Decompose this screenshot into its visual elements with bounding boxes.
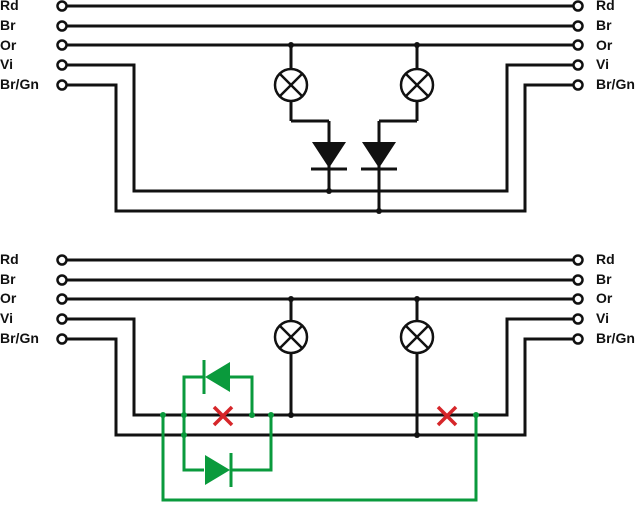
wire-label-vi-right: Vi <box>596 56 609 72</box>
terminal-circle <box>572 313 584 325</box>
terminal-circle <box>572 293 584 305</box>
wire-brgn <box>64 83 576 213</box>
wire-label-vi-right: Vi <box>596 310 609 326</box>
wire-label-vi-left: Vi <box>0 56 13 72</box>
lamp-icon <box>399 319 435 355</box>
wire-vi <box>64 63 576 193</box>
left-wire-labels: Rd Br Or Vi Br/Gn <box>0 0 39 92</box>
wires <box>64 4 576 213</box>
wire-label-brgn-right: Br/Gn <box>596 330 635 346</box>
terminal-circle <box>572 79 584 91</box>
wire-label-br-right: Br <box>596 17 612 33</box>
lamp-icon <box>273 319 309 355</box>
terminal-circle <box>56 79 68 91</box>
upper-diode-right-lead <box>230 375 254 415</box>
terminal-circle <box>56 59 68 71</box>
diode-icon <box>202 360 230 394</box>
modified-circuit-diagram: Rd Br Or Vi Br/Gn Rd Br Or Vi Br/Gn <box>0 251 635 502</box>
wire-label-brgn-left: Br/Gn <box>0 76 39 92</box>
wire-label-rd-right: Rd <box>596 0 615 13</box>
terminal-circle <box>572 59 584 71</box>
terminals <box>56 254 584 345</box>
diode-icon <box>205 453 233 487</box>
terminal-circle <box>572 39 584 51</box>
right-wire-labels: Rd Br Or Vi Br/Gn <box>596 251 635 346</box>
terminal-circle <box>56 0 68 12</box>
cross-icon <box>212 405 234 427</box>
terminal-circle <box>572 254 584 266</box>
wire-label-br-right: Br <box>596 271 612 287</box>
wire-label-or-left: Or <box>0 290 17 306</box>
wire-label-brgn-left: Br/Gn <box>0 330 39 346</box>
terminal-circle <box>572 274 584 286</box>
terminal-circle <box>572 333 584 345</box>
diode-icon <box>361 142 397 171</box>
wire-label-rd-left: Rd <box>0 0 19 13</box>
wire-label-or-left: Or <box>0 37 17 53</box>
upper-diode-left-lead <box>182 375 204 415</box>
junction-dots <box>288 42 420 214</box>
wire-label-br-left: Br <box>0 17 16 33</box>
cross-icon <box>436 405 458 427</box>
diode-icon <box>311 142 347 171</box>
wire-label-rd-left: Rd <box>0 251 19 267</box>
terminal-circle <box>572 0 584 12</box>
terminal-circle <box>56 333 68 345</box>
junction-dots <box>288 296 420 438</box>
modification-junction-dots <box>160 412 479 438</box>
wire-label-rd-right: Rd <box>596 251 615 267</box>
left-wire-labels: Rd Br Or Vi Br/Gn <box>0 251 39 346</box>
wire-label-or-right: Or <box>596 290 613 306</box>
terminal-circle <box>56 254 68 266</box>
lamp-icon <box>399 67 435 103</box>
wire-brgn <box>64 337 576 437</box>
original-circuit-diagram: Rd Br Or Vi Br/Gn Rd Br Or Vi Br/Gn <box>0 0 635 214</box>
wires <box>64 258 576 437</box>
wire-vi <box>64 317 576 417</box>
wire-label-vi-left: Vi <box>0 310 13 326</box>
bypass-loop-wire <box>161 415 478 502</box>
added-diode-wiring <box>161 375 478 502</box>
right-wire-labels: Rd Br Or Vi Br/Gn <box>596 0 635 92</box>
lamp-icon <box>273 67 309 103</box>
wire-label-or-right: Or <box>596 37 613 53</box>
terminal-circle <box>56 20 68 32</box>
terminal-circle <box>56 274 68 286</box>
lower-diode-right-lead <box>230 415 273 472</box>
terminal-circle <box>572 20 584 32</box>
terminals <box>56 0 584 91</box>
terminal-circle <box>56 39 68 51</box>
terminal-circle <box>56 313 68 325</box>
wire-label-br-left: Br <box>0 271 16 287</box>
lower-diode-left-lead <box>182 435 204 472</box>
wire-label-brgn-right: Br/Gn <box>596 76 635 92</box>
terminal-circle <box>56 293 68 305</box>
